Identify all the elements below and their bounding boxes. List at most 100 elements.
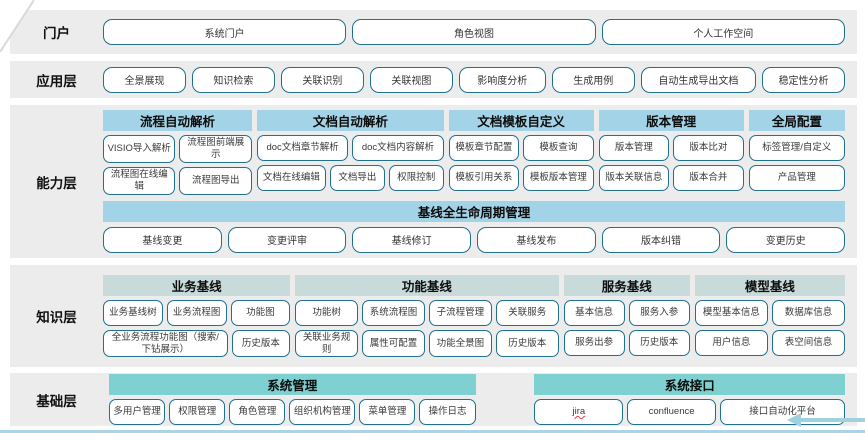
chip: 业务流程图 xyxy=(166,299,227,326)
chip: 菜单管理 xyxy=(359,399,416,425)
baseline-pill: 基线变更 xyxy=(103,226,222,253)
chip: 历史版本 xyxy=(628,329,690,356)
application-content: 全景展现 知识检索 关联识别 关联视图 影响度分析 生成用例 自动生成导出文档 … xyxy=(103,61,857,98)
chip: 子流程管理 xyxy=(428,299,492,326)
capability-group-template: 文档模板自定义 模板章节配置 模板查询 模板引用关系 模板版本管理 xyxy=(448,110,594,192)
group-header: 版本管理 xyxy=(598,110,744,132)
layer-band-capability: 能力层 流程自动解析 VISIO导入解析 流程图前端展示 流程图在线编辑 流程图… xyxy=(10,105,857,258)
chip: 服务出参 xyxy=(563,329,625,356)
chip: 表空间信息 xyxy=(771,329,845,356)
chip: 功能图 xyxy=(230,299,291,326)
chip: 文档导出 xyxy=(329,165,385,192)
foundation-group-sysmgmt: 系统管理 多用户管理 权限管理 角色管理 组织机构管理 菜单管理 操作日志 xyxy=(109,374,476,425)
application-pill: 关联识别 xyxy=(280,66,364,93)
portal-pill: 系统门户 xyxy=(103,19,347,45)
portal-pill: 角色视图 xyxy=(352,19,596,45)
group-header: 文档模板自定义 xyxy=(448,110,594,132)
baseline-lifecycle-header: 基线全生命周期管理 xyxy=(103,200,845,222)
chip: 权限控制 xyxy=(388,165,444,192)
knowledge-group-service: 服务基线 基本信息 服务入参 服务出参 历史版本 xyxy=(563,274,690,356)
group-header: 功能基线 xyxy=(295,274,559,296)
chip: 模型基本信息 xyxy=(694,299,768,326)
application-pill: 全景展现 xyxy=(103,66,186,93)
layer-band-application: 应用层 全景展现 知识检索 关联识别 关联视图 影响度分析 生成用例 自动生成导… xyxy=(10,61,857,98)
layer-label-portal: 门户 xyxy=(43,26,70,41)
chip: 版本合并 xyxy=(673,165,744,192)
chip: 版本关联信息 xyxy=(598,165,670,192)
chip: VISIO导入解析 xyxy=(103,135,176,163)
chip: doc文档章节解析 xyxy=(256,135,349,162)
chip-jira: jira xyxy=(534,399,624,425)
layer-band-portal: 门户 系统门户 角色视图 个人工作空间 xyxy=(10,10,857,54)
foundation-content: 系统管理 多用户管理 权限管理 角色管理 组织机构管理 菜单管理 操作日志 系统… xyxy=(103,373,857,426)
chip: 基本信息 xyxy=(563,299,625,326)
capability-group-version: 版本管理 版本管理 版本比对 版本关联信息 版本合并 xyxy=(598,110,744,192)
group-header: 系统管理 xyxy=(109,374,476,395)
chip: 服务入参 xyxy=(628,299,690,326)
baseline-pill: 变更历史 xyxy=(726,226,846,253)
chip: 流程图在线编辑 xyxy=(103,167,176,195)
application-pill: 生成用例 xyxy=(551,66,635,93)
group-header: 业务基线 xyxy=(103,274,291,296)
chip: 版本比对 xyxy=(673,135,744,162)
chip: 版本管理 xyxy=(598,135,670,162)
chip: 关联业务规则 xyxy=(295,329,359,358)
chip: 历史版本 xyxy=(495,329,559,358)
chip: 业务基线树 xyxy=(103,299,163,326)
layer-label-application: 应用层 xyxy=(36,73,77,89)
knowledge-group-function: 功能基线 功能树 系统流程图 子流程管理 关联服务 关联业务规则 属性可配置 功… xyxy=(295,274,559,358)
chip: 流程图前端展示 xyxy=(179,135,252,163)
chip: 模板查询 xyxy=(523,135,594,162)
chip: 产品管理 xyxy=(748,165,845,192)
knowledge-group-business: 业务基线 业务基线树 业务流程图 功能图 全业务流程功能图（搜索/下钻展示） 历… xyxy=(103,274,291,358)
chip: 用户信息 xyxy=(694,329,768,356)
chip: 权限管理 xyxy=(169,399,226,425)
chip: 历史版本 xyxy=(231,329,291,358)
chip: 属性可配置 xyxy=(362,329,425,358)
chip: 关联服务 xyxy=(495,299,559,326)
layer-band-foundation: 基础层 系统管理 多用户管理 权限管理 角色管理 组织机构管理 菜单管理 操作日… xyxy=(10,373,857,426)
knowledge-content: 业务基线 业务基线树 业务流程图 功能图 全业务流程功能图（搜索/下钻展示） 历… xyxy=(103,265,857,367)
chip: 组织机构管理 xyxy=(289,399,356,425)
chip: 操作日志 xyxy=(419,399,476,425)
chip-confluence: confluence xyxy=(627,399,716,425)
chip: 模板引用关系 xyxy=(448,165,520,192)
chip: 系统流程图 xyxy=(362,299,425,326)
application-pill: 稳定性分析 xyxy=(762,66,846,93)
group-header: 流程自动解析 xyxy=(103,110,252,132)
baseline-pill: 基线修订 xyxy=(352,226,472,253)
application-pill: 关联视图 xyxy=(369,66,453,93)
group-header: 模型基线 xyxy=(694,274,845,296)
chip: 标签管理/自定义 xyxy=(748,135,845,162)
capability-group-global: 全局配置 标签管理/自定义 产品管理 xyxy=(748,110,845,192)
capability-group-process: 流程自动解析 VISIO导入解析 流程图前端展示 流程图在线编辑 流程图导出 xyxy=(103,110,252,195)
portal-pill: 个人工作空间 xyxy=(601,19,845,45)
group-header: 服务基线 xyxy=(563,274,690,296)
chip: doc文档内容解析 xyxy=(352,135,444,162)
chip: 全业务流程功能图（搜索/下钻展示） xyxy=(103,329,228,358)
chip: 流程图导出 xyxy=(179,167,252,195)
application-pill: 影响度分析 xyxy=(458,66,546,93)
knowledge-group-model: 模型基线 模型基本信息 数据库信息 用户信息 表空间信息 xyxy=(694,274,845,356)
baseline-pill: 变更评审 xyxy=(227,226,347,253)
layer-label-foundation: 基础层 xyxy=(36,393,77,409)
chip: 多用户管理 xyxy=(109,399,166,425)
bottom-border-line xyxy=(0,430,865,433)
chip: 模板版本管理 xyxy=(523,165,594,192)
portal-content: 系统门户 角色视图 个人工作空间 xyxy=(103,10,857,54)
left-arrow-icon xyxy=(787,413,865,427)
chip: 数据库信息 xyxy=(771,299,845,326)
chip: 功能树 xyxy=(295,299,359,326)
foundation-group-interfaces: 系统接口 jira confluence 接口自动化平台 xyxy=(534,374,846,425)
baseline-pill: 基线发布 xyxy=(477,226,596,253)
chip: 角色管理 xyxy=(229,399,286,425)
layer-band-knowledge: 知识层 业务基线 业务基线树 业务流程图 功能图 全业务流程功能图（搜索/下钻展… xyxy=(10,265,857,367)
group-header: 全局配置 xyxy=(748,110,845,132)
layer-label-knowledge: 知识层 xyxy=(36,310,77,325)
chip: 模板章节配置 xyxy=(448,135,520,162)
baseline-pill: 版本纠错 xyxy=(601,226,721,253)
chip: 文档在线编辑 xyxy=(256,165,326,192)
capability-group-document: 文档自动解析 doc文档章节解析 doc文档内容解析 文档在线编辑 文档导出 权… xyxy=(256,110,444,192)
group-header: 文档自动解析 xyxy=(256,110,444,132)
